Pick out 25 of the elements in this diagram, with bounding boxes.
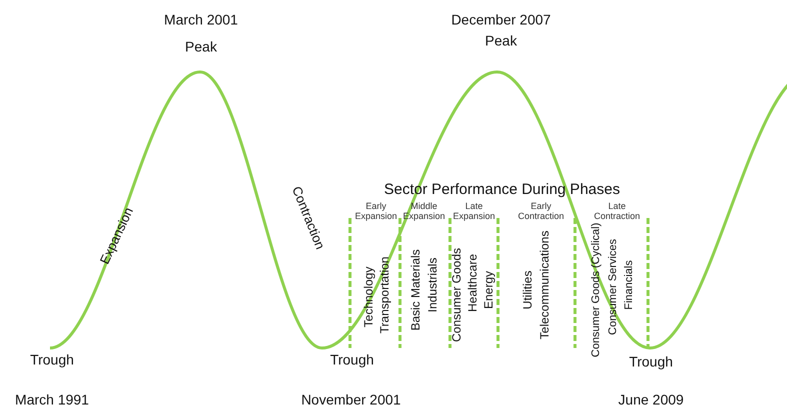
sector-label: Technology [362, 266, 376, 328]
date-label: March 2001 [164, 12, 238, 28]
sector-label: Healthcare [466, 254, 480, 312]
sector-label: Transportation [378, 256, 392, 334]
sector-label: Consumer Goods [450, 248, 464, 342]
phase-label: Late Expansion [452, 202, 496, 222]
date-label: December 2007 [451, 12, 551, 28]
phase-label: Late Contraction [592, 202, 642, 222]
date-label: November 2001 [301, 392, 401, 408]
phase-label: Trough [30, 352, 74, 368]
sector-label: Telecommunications [538, 230, 552, 340]
sector-label: Utilities [521, 270, 535, 310]
sector-label: Consumer Goods (Cyclical) [590, 222, 602, 358]
sector-label: Energy [482, 270, 496, 310]
phase-label: Trough [330, 352, 374, 368]
date-label: June 2009 [618, 392, 684, 408]
phase-label: Peak [185, 39, 217, 55]
phase-label: Trough [629, 354, 673, 370]
phase-label: Early Contraction [516, 202, 566, 222]
sector-label: Financials [622, 260, 636, 310]
phase-label: Peak [485, 33, 517, 49]
sector-label: Industrials [426, 258, 440, 312]
sector-label: Consumer Services [606, 239, 620, 335]
date-label: March 1991 [15, 392, 89, 408]
sector-label: Basic Materials [409, 249, 423, 331]
